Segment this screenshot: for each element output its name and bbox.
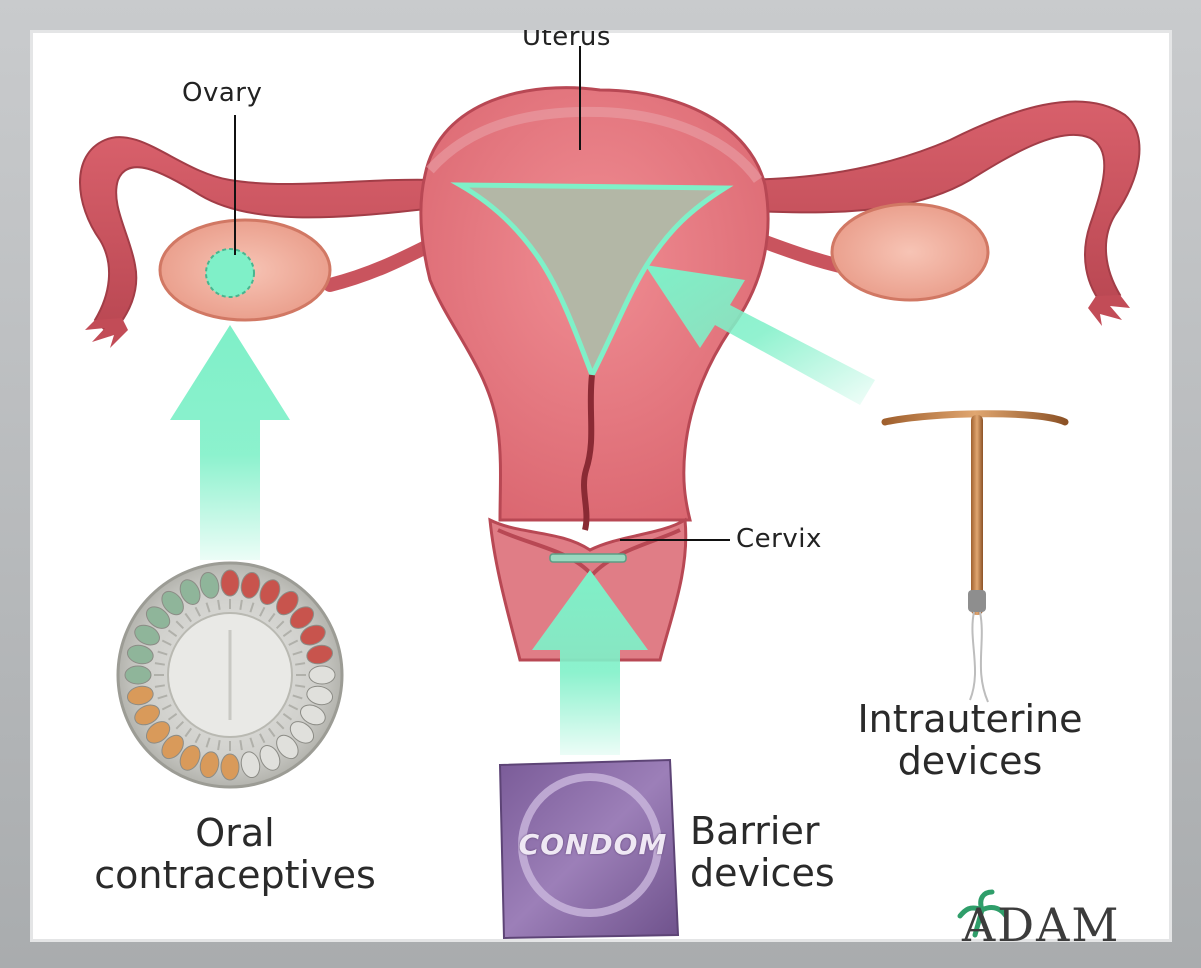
oral-label-line2: contraceptives [70, 854, 400, 896]
cervical-cap [550, 554, 626, 562]
pill-pack [118, 563, 342, 787]
barrier-devices-label: Barrier devices [690, 810, 860, 894]
iud [885, 414, 1065, 702]
condom-wrapper-text: CONDOM [508, 828, 678, 861]
ovary-follicle [206, 249, 254, 297]
barrier-label-line2: devices [690, 852, 860, 894]
pill [125, 666, 151, 684]
iud-label-line1: Intrauterine [830, 698, 1110, 740]
adam-logo-text: ADAM [962, 898, 1120, 942]
oral-arrow [170, 325, 290, 560]
cervix-label: Cervix [736, 524, 822, 554]
barrier-label-line1: Barrier [690, 810, 860, 852]
contraception-diagram [30, 30, 1172, 942]
pill [221, 570, 239, 596]
ovary-label: Ovary [182, 78, 262, 108]
oral-label-line1: Oral [70, 812, 400, 854]
right-ovary [832, 204, 988, 300]
intrauterine-devices-label: Intrauterine devices [830, 698, 1110, 782]
iud-label-line2: devices [830, 740, 1110, 782]
pill [309, 666, 335, 684]
oral-contraceptives-label: Oral contraceptives [70, 812, 400, 896]
pill [221, 754, 239, 780]
diagram-panel: Uterus Ovary Cervix Oral contraceptives … [30, 30, 1172, 942]
left-ovarian-ligament [330, 245, 430, 285]
uterus-label: Uterus [522, 30, 611, 52]
